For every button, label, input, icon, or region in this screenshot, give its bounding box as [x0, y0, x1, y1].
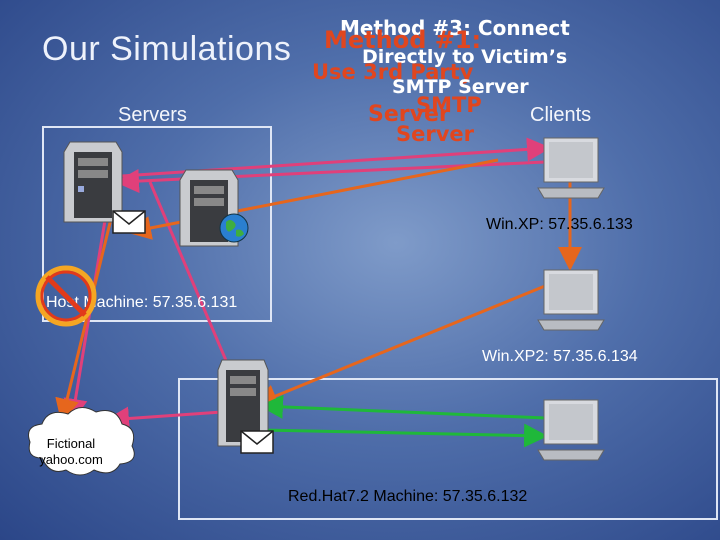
- server-tower-icon: [63, 141, 123, 223]
- laptop-icon: [537, 399, 605, 461]
- method1-line4: Server: [368, 102, 450, 127]
- server-tower-icon: [217, 359, 269, 447]
- laptop-icon: [537, 269, 605, 331]
- method1-title: Method #1:: [324, 26, 482, 54]
- arrow-server-to-redhat-client: [261, 423, 548, 448]
- slide-title: Our Simulations: [42, 30, 292, 68]
- clients-label: Clients: [530, 104, 592, 126]
- laptop-icon: [537, 137, 605, 199]
- globe-icon: [219, 213, 249, 243]
- redhat-machine-box: [178, 378, 718, 520]
- winxp2-ip-label: Win.XP2: 57.35.6.134: [482, 348, 638, 365]
- prohibited-icon: [35, 265, 97, 327]
- servers-label: Servers: [118, 104, 187, 126]
- method1-line5: Server: [396, 122, 475, 146]
- method1-line2: Use 3rd Party: [312, 60, 474, 84]
- redhat-ip-label: Red.Hat7.2 Machine: 57.35.6.132: [288, 488, 528, 505]
- envelope-icon: [112, 210, 146, 234]
- arrow-redhat-to-yahoo: [105, 406, 223, 431]
- winxp-ip-label: Win.XP: 57.35.6.133: [486, 216, 633, 233]
- method3-line3: SMTP Server: [392, 76, 529, 98]
- yahoo-cloud-line2: yahoo.com: [39, 452, 103, 467]
- arrow-redhat-client-to-server: [259, 394, 546, 420]
- cloud-icon: [28, 407, 135, 476]
- yahoo-cloud-label: Fictional yahoo.com: [36, 436, 106, 468]
- method3-title: Method #3: Connect: [340, 16, 570, 40]
- host-machine-box: [42, 126, 272, 322]
- method3-line2: Directly to Victim’s: [362, 46, 568, 68]
- yahoo-cloud-line1: Fictional: [46, 436, 96, 451]
- envelope-icon: [240, 430, 274, 454]
- method1-line3: SMTP: [416, 93, 482, 117]
- arrow-winxp2-to-redhat: [253, 284, 546, 408]
